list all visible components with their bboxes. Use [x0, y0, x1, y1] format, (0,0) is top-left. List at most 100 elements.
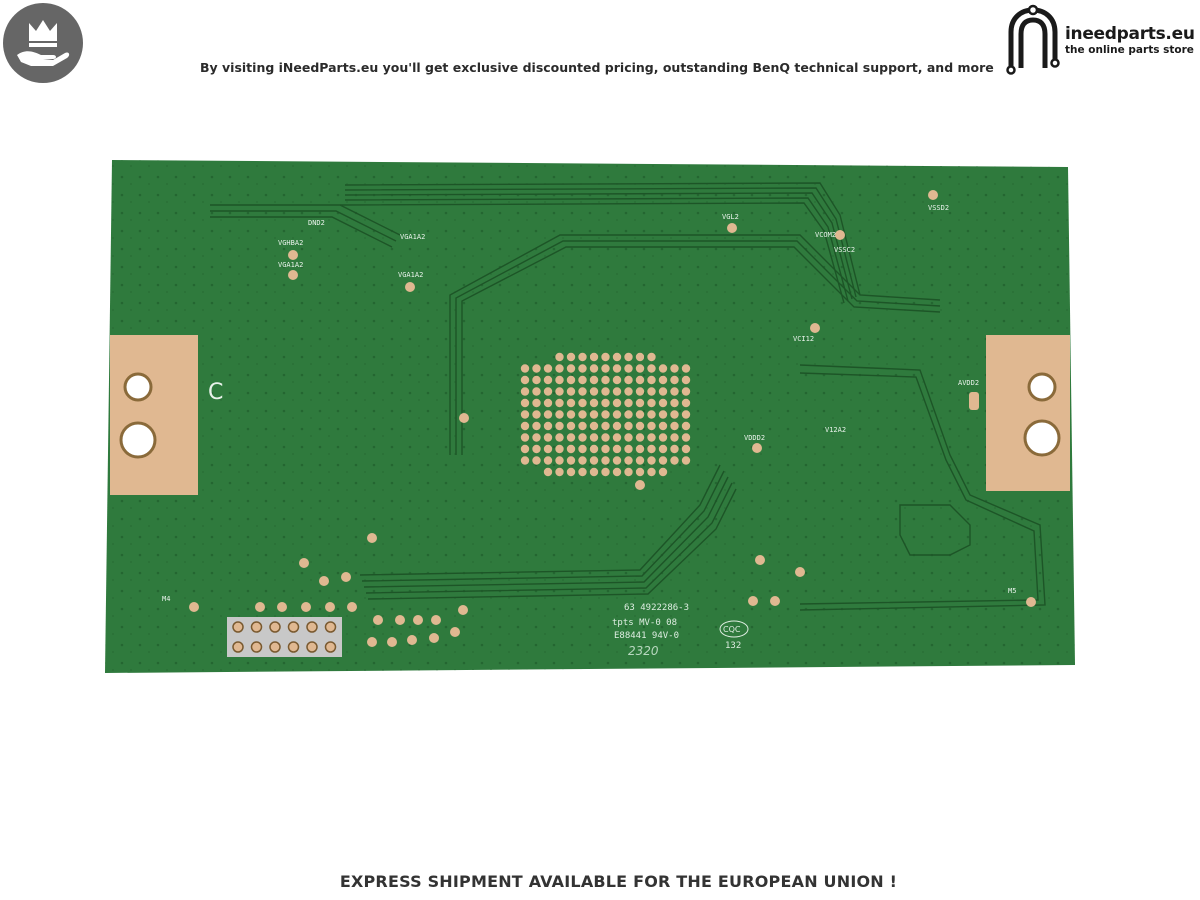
bga-pad: [624, 444, 633, 454]
bga-pad: [670, 375, 679, 385]
bga-pad: [520, 398, 530, 408]
bga-pad: [520, 433, 530, 442]
header-pin: [269, 641, 281, 653]
bga-pad: [601, 364, 610, 373]
bga-pad: [612, 398, 622, 408]
bga-pad: [566, 467, 576, 477]
bga-pad: [566, 364, 576, 373]
bga-pad: [555, 364, 564, 373]
bga-pad: [566, 410, 576, 419]
bga-pad: [670, 410, 679, 419]
bga-pad: [555, 352, 564, 362]
board-part-number: 63 4922286-3: [624, 603, 689, 613]
bga-pad: [555, 387, 564, 396]
bga-pad: [520, 364, 530, 373]
bga-pad: [589, 387, 599, 396]
bga-pad: [578, 421, 587, 431]
bga-pad: [566, 444, 576, 454]
bga-pad: [543, 421, 553, 431]
svg-text:VGA1A2: VGA1A2: [400, 233, 425, 241]
bga-pad: [658, 364, 668, 373]
bga-pad: [658, 444, 668, 454]
bga-pad: [647, 387, 656, 396]
bga-pad: [612, 433, 622, 442]
bga-pad: [635, 375, 645, 385]
bga-pad: [589, 433, 599, 442]
bga-pad: [566, 456, 576, 465]
bga-pad: [624, 421, 633, 431]
bga-pad: [635, 398, 645, 408]
bga-pad: [635, 387, 645, 396]
bga-pad: [543, 467, 553, 477]
bga-pad: [601, 456, 610, 465]
bga-pad: [543, 456, 553, 465]
bga-pad: [532, 364, 541, 373]
bga-pad: [647, 375, 656, 385]
bga-pad: [532, 387, 541, 396]
bga-pad: [566, 421, 576, 431]
svg-text:DND2: DND2: [308, 219, 325, 227]
bga-pad: [612, 410, 622, 419]
header-pin: [232, 641, 244, 653]
header-pin: [250, 641, 263, 653]
svg-text:VGA1A2: VGA1A2: [278, 261, 303, 269]
bga-pad: [658, 410, 668, 419]
bga-pad: [578, 410, 587, 419]
bga-pad: [612, 364, 622, 373]
svg-text:M5: M5: [1008, 587, 1016, 595]
bga-pad: [670, 364, 679, 373]
bga-pad: [601, 352, 610, 362]
bga-pad: [543, 398, 553, 408]
bga-pad: [601, 410, 610, 419]
bga-pad: [624, 375, 633, 385]
bga-pad: [566, 375, 576, 385]
logo-name: ineedparts.eu: [1065, 24, 1195, 44]
bga-pad: [555, 421, 564, 431]
bga-pad: [520, 375, 530, 385]
header-pin: [250, 621, 263, 633]
bga-pad: [589, 352, 599, 362]
bga-pad: [589, 444, 599, 454]
svg-text:VGHBA2: VGHBA2: [278, 239, 303, 247]
bga-pad: [566, 398, 576, 408]
bga-pad: [647, 467, 656, 477]
bga-pad: [543, 444, 553, 454]
bga-pad: [520, 387, 530, 396]
bga-pad: [658, 398, 668, 408]
board-date-code: 2320: [628, 644, 659, 658]
bga-pad: [589, 410, 599, 419]
bga-pad: [589, 467, 599, 477]
bga-pad: [647, 444, 656, 454]
bga-pad: [589, 421, 599, 431]
svg-text:VDDD2: VDDD2: [744, 434, 765, 442]
ineedparts-logo[interactable]: ineedparts.eu the online parts store: [1003, 2, 1198, 76]
bga-pad: [520, 444, 530, 454]
header-pin: [287, 621, 300, 633]
bga-pad: [589, 364, 599, 373]
n-circuit-logo-icon: [1006, 4, 1060, 75]
bga-pad: [670, 456, 679, 465]
svg-text:VGL2: VGL2: [722, 213, 739, 221]
bga-pad: [612, 352, 622, 362]
bga-pad: [601, 398, 610, 408]
bga-pad: [658, 421, 668, 431]
bga-pad: [681, 387, 691, 396]
bga-pad: [624, 364, 633, 373]
bga-pad: [543, 364, 553, 373]
bga-pad: [566, 433, 576, 442]
bga-pad: [624, 467, 633, 477]
bga-pad: [681, 421, 691, 431]
svg-text:VCOM2: VCOM2: [815, 231, 836, 239]
bga-pad: [578, 444, 587, 454]
bga-pad: [555, 467, 564, 477]
crown-hand-icon: [3, 3, 83, 83]
svg-text:VSSD2: VSSD2: [928, 204, 949, 212]
bga-pad: [624, 456, 633, 465]
bga-pad: [635, 444, 645, 454]
bga-pad: [601, 444, 610, 454]
bga-pad: [681, 364, 691, 373]
bga-pad: [555, 433, 564, 442]
header-pin: [287, 641, 300, 653]
bga-pad: [578, 433, 587, 442]
bga-pad: [681, 433, 691, 442]
